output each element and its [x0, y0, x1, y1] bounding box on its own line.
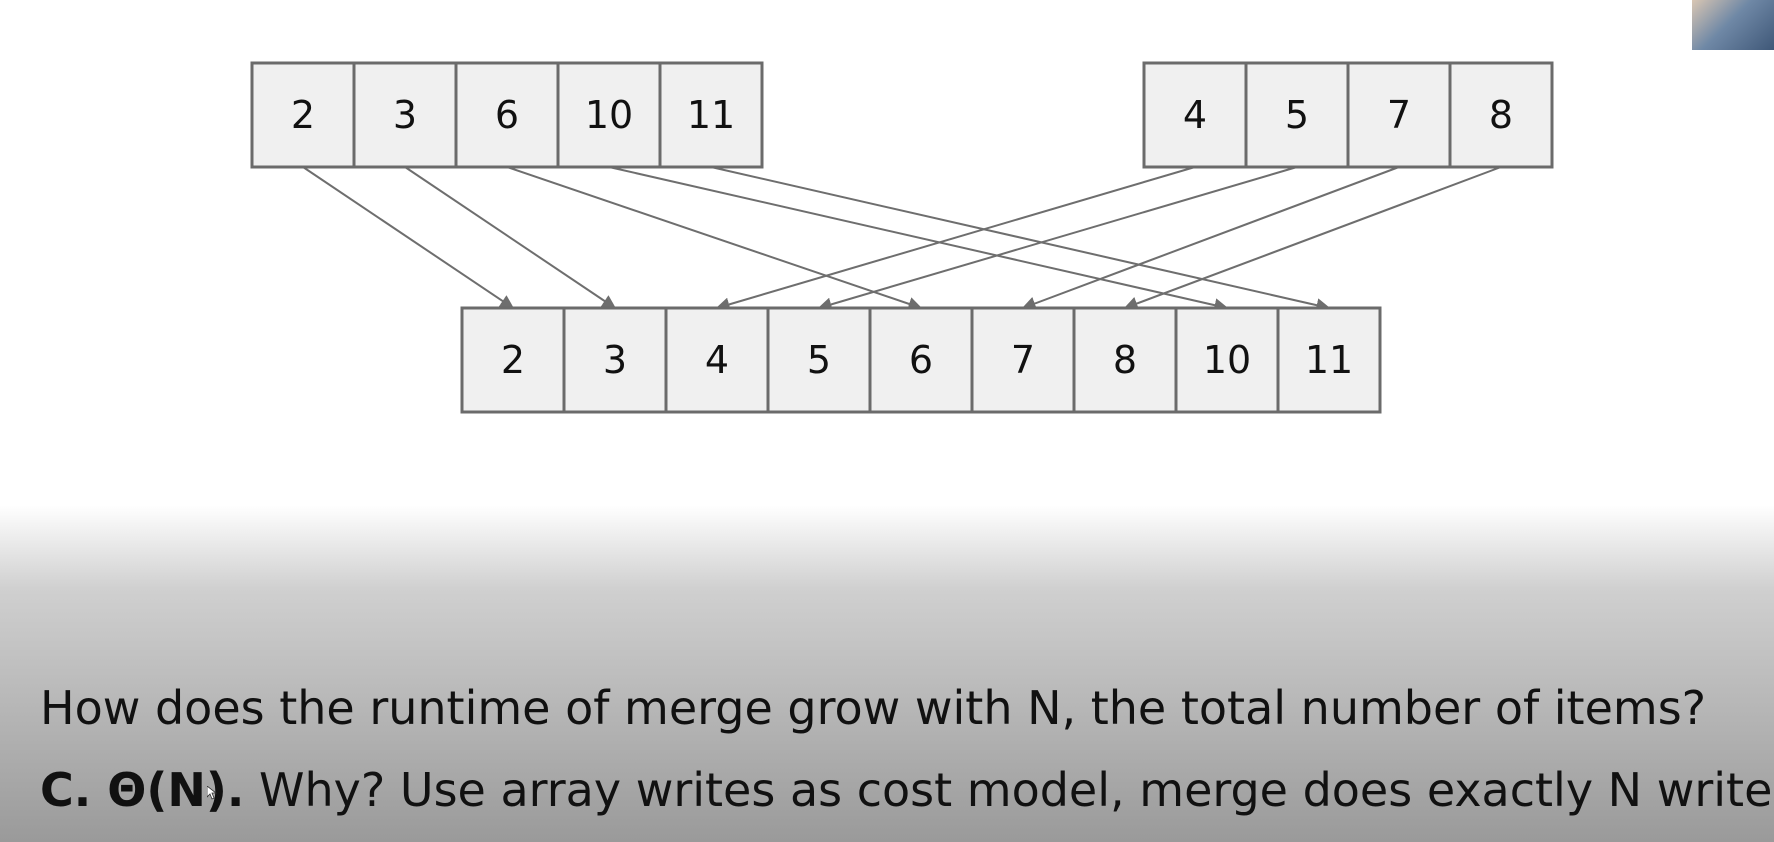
cell-value: 7	[1011, 338, 1035, 382]
cell-value: 6	[909, 338, 933, 382]
right-array: 4 5 7 8	[1142, 61, 1554, 169]
cell-box	[250, 61, 356, 169]
cell-value: 3	[603, 338, 627, 382]
cell-value: 6	[495, 93, 519, 137]
merge-arrow	[404, 166, 617, 309]
cell-box	[766, 306, 872, 414]
left-array-cell: 11	[658, 61, 764, 169]
merged-array-cell: 10	[1174, 306, 1280, 414]
bottom-gradient-overlay	[0, 505, 1774, 842]
cell-value: 3	[393, 93, 417, 137]
merged-array-cell: 6	[868, 306, 974, 414]
cell-value: 2	[501, 338, 525, 382]
merge-arrow	[1123, 166, 1502, 311]
left-array-cell: 10	[556, 61, 662, 169]
left-array-cell: 2	[250, 61, 356, 169]
cell-box	[1174, 306, 1280, 414]
cell-value: 5	[807, 338, 831, 382]
merge-arrow	[1021, 166, 1400, 311]
cell-box	[1448, 61, 1554, 169]
cell-box	[556, 61, 662, 169]
cell-value: 10	[1203, 338, 1251, 382]
merged-array-cell: 4	[664, 306, 770, 414]
cell-box	[868, 306, 974, 414]
cell-box	[970, 306, 1076, 414]
cell-value: 2	[291, 93, 315, 137]
webcam-thumbnail	[1692, 0, 1774, 50]
cell-value: 8	[1113, 338, 1137, 382]
merge-arrow	[608, 166, 1229, 313]
left-array-cell: 6	[454, 61, 560, 169]
merged-array-cell: 7	[970, 306, 1076, 414]
answer-explanation: Why? Use array writes as cost model, mer…	[244, 763, 1774, 817]
cell-value: 4	[1183, 93, 1207, 137]
cell-box	[352, 61, 458, 169]
answer-text: C. Θ(N). Why? Use array writes as cost m…	[40, 767, 1774, 813]
merge-arrow	[302, 166, 515, 309]
merge-arrow	[506, 166, 923, 311]
cell-value: 8	[1489, 93, 1513, 137]
left-array-cell: 3	[352, 61, 458, 169]
answer-label: C. Θ(N)	[40, 763, 227, 817]
right-array-cell: 7	[1346, 61, 1452, 169]
merged-array-cell: 8	[1072, 306, 1178, 414]
cell-box	[454, 61, 560, 169]
merged-array-cell: 3	[562, 306, 668, 414]
cell-box	[1346, 61, 1452, 169]
merged-array-cell: 2	[460, 306, 566, 414]
left-array: 2 3 6 10 11	[250, 61, 764, 169]
cell-box	[1072, 306, 1178, 414]
cell-box	[460, 306, 566, 414]
mouse-pointer-icon	[207, 786, 217, 800]
merge-arrow	[710, 166, 1331, 313]
cell-box	[658, 61, 764, 169]
merge-arrow	[715, 166, 1196, 312]
cell-value: 10	[585, 93, 633, 137]
question-text: How does the runtime of merge grow with …	[40, 681, 1707, 735]
merge-arrow	[817, 166, 1298, 312]
merged-array-cell: 11	[1276, 306, 1382, 414]
cell-box	[562, 306, 668, 414]
cell-value: 4	[705, 338, 729, 382]
merged-array: 2 3 4 5 6 7 8 10 11	[460, 306, 1382, 414]
cell-value: 11	[1305, 338, 1353, 382]
cell-value: 7	[1387, 93, 1411, 137]
cell-value: 11	[687, 93, 735, 137]
right-array-cell: 4	[1142, 61, 1248, 169]
merge-arrows	[302, 166, 1502, 313]
cell-box	[664, 306, 770, 414]
answer-period: .	[226, 763, 245, 817]
cell-box	[1276, 306, 1382, 414]
cell-value: 5	[1285, 93, 1309, 137]
right-array-cell: 8	[1448, 61, 1554, 169]
cell-box	[1142, 61, 1248, 169]
right-array-cell: 5	[1244, 61, 1350, 169]
merged-array-cell: 5	[766, 306, 872, 414]
merge-diagram: 2 3 6 10 11 4 5 7 8 2 3 4 5 6 7 8 10 11	[250, 61, 1554, 414]
